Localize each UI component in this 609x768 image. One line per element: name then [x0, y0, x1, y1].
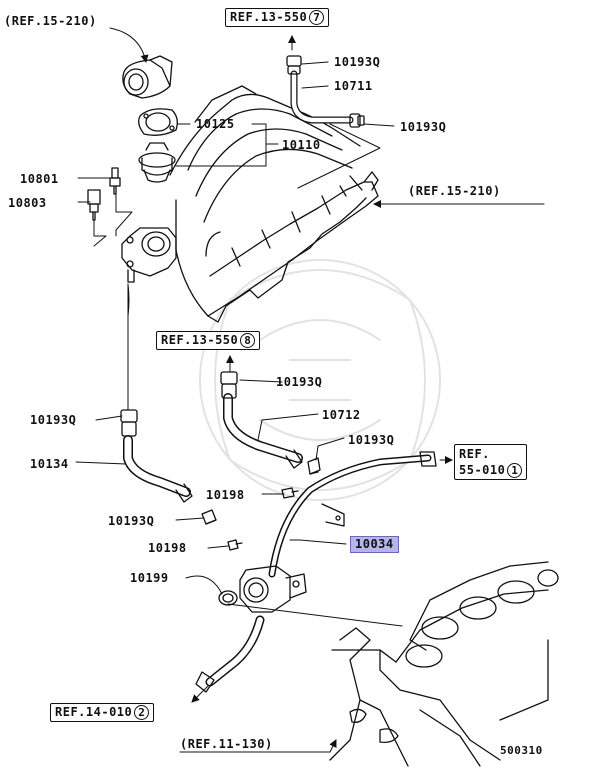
- ref-14-010-index: 2: [134, 705, 150, 720]
- sensor-10801: [109, 167, 121, 195]
- leader-lines: [75, 27, 545, 753]
- part-10711[interactable]: 10711: [334, 79, 373, 93]
- part-10193q-d[interactable]: 10193Q: [348, 433, 395, 447]
- part-10193q-c[interactable]: 10193Q: [276, 375, 323, 389]
- part-10198-b[interactable]: 10198: [148, 541, 187, 555]
- hose-10711: [286, 55, 365, 128]
- part-10125[interactable]: 10125: [196, 117, 235, 131]
- ref-14-010-label: REF.14-010: [55, 705, 133, 719]
- ref-13-550-top-label: REF.13-550: [230, 10, 308, 24]
- part-10801[interactable]: 10801: [20, 172, 59, 186]
- ref-55-010-line1: REF.: [459, 447, 490, 461]
- water-outlet-fitting: [121, 227, 177, 283]
- clamp-10193q-f: [201, 509, 217, 525]
- ref-55-010-index: 1: [507, 463, 523, 478]
- part-10803[interactable]: 10803: [8, 196, 47, 210]
- ref-15-210-right: (REF.15-210): [408, 184, 501, 198]
- ref-15-210-top: (REF.15-210): [4, 14, 97, 28]
- gasket-10125: [138, 108, 178, 136]
- ref-13-550-mid-label: REF.13-550: [161, 333, 239, 347]
- ref-11-130: (REF.11-130): [180, 737, 273, 751]
- part-10712[interactable]: 10712: [322, 408, 361, 422]
- part-10198-a[interactable]: 10198: [206, 488, 245, 502]
- part-10034-highlighted[interactable]: 10034: [350, 536, 399, 553]
- sensor-10803: [87, 189, 101, 221]
- thermostat-housing: [122, 55, 173, 99]
- bolt-10198-b: [227, 539, 243, 551]
- hose-10134: [120, 409, 193, 503]
- part-10193q-e[interactable]: 10193Q: [30, 413, 77, 427]
- ref-55-010-line2: 55-010: [459, 463, 506, 477]
- part-10193q-f[interactable]: 10193Q: [108, 514, 155, 528]
- part-10134[interactable]: 10134: [30, 457, 69, 471]
- bolt-10198-a: [281, 487, 299, 499]
- gasket-10199: [218, 590, 238, 606]
- intake-manifold: [169, 85, 381, 323]
- clamp-10193q-d: [307, 457, 321, 475]
- part-10193q-b[interactable]: 10193Q: [400, 120, 447, 134]
- part-10193q-a[interactable]: 10193Q: [334, 55, 381, 69]
- part-10110[interactable]: 10110: [282, 138, 321, 152]
- hose-10712: [220, 371, 303, 469]
- water-pipe-10034: [195, 451, 437, 693]
- cylinder-head: [329, 561, 559, 767]
- part-10199[interactable]: 10199: [130, 571, 169, 585]
- diagram-id: 500310: [500, 744, 543, 757]
- ref-13-550-top-index: 7: [309, 10, 325, 25]
- ref-13-550-mid-index: 8: [240, 333, 256, 348]
- thermostat-10110: [138, 142, 176, 183]
